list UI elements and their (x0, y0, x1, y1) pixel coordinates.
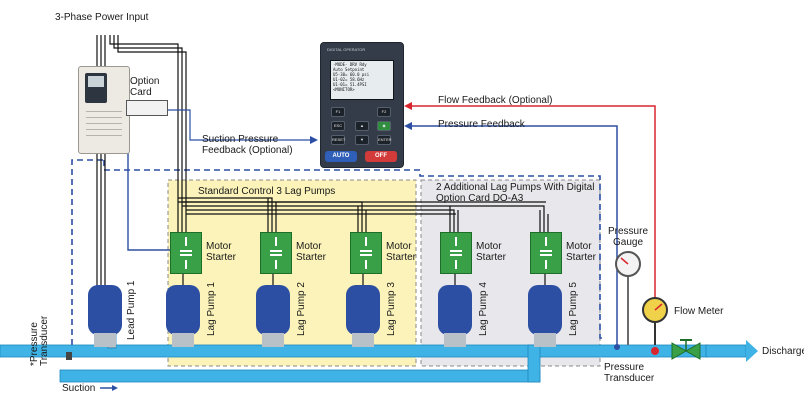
motor-starter-label-4: Motor Starter (476, 241, 507, 263)
motor-starter-label-1: Motor Starter (206, 241, 237, 263)
pressure-transducer-vertical-label: *Pressure Transducer (29, 315, 50, 366)
flow-sensor-point (651, 347, 659, 355)
vfd-drive (78, 66, 130, 154)
pressure-feedback-line (406, 125, 618, 345)
key-up: ▲ (355, 121, 369, 131)
suction-pressure-feedback-label: Suction Pressure Feedback (Optional) (202, 134, 293, 156)
motor-starter-label-5: Motor Starter (566, 241, 597, 263)
motor-starter-label-3: Motor Starter (386, 241, 417, 263)
discharge-valve (671, 339, 701, 360)
pump-label-lag-5: Lag Pump 5 (568, 282, 579, 336)
motor-starter-5 (530, 232, 562, 274)
pump-lag-4 (438, 285, 472, 347)
discharge-label: Discharge (762, 346, 804, 357)
pump-label-lag-1: Lag Pump 1 (206, 282, 217, 336)
pump-label-lag-4: Lag Pump 4 (478, 282, 489, 336)
motor-starter-2 (260, 232, 292, 274)
vfd-display (88, 76, 104, 87)
key-esc: ESC (331, 121, 345, 131)
motor-starter-label-2: Motor Starter (296, 241, 327, 263)
keypad-header: DIGITAL OPERATOR (327, 47, 366, 52)
screen-line-3: U5-30= 60.0 psi (333, 72, 370, 77)
option-card-label: Option Card (130, 76, 160, 98)
key-enter: ENTER (377, 135, 392, 145)
digital-operator-keypad: DIGITAL OPERATOR -MODE- DRV Rdy Auto Set… (320, 42, 404, 168)
flow-feedback-line (406, 105, 656, 345)
key-reset: RESET (331, 135, 345, 145)
pressure-feedback-label: Pressure Feedback (438, 119, 525, 130)
pump-lag-2 (256, 285, 290, 347)
power-input-label: 3-Phase Power Input (55, 12, 149, 23)
key-f1: F1 (331, 107, 345, 117)
pressure-sensor-point (614, 344, 620, 350)
motor-starter-1 (170, 232, 202, 274)
drive-control-line (127, 114, 170, 251)
pump-lag-1 (166, 285, 200, 347)
keypad-link-line (166, 109, 312, 141)
option-card-module (126, 100, 168, 116)
pressure-gauge-label: Pressure Gauge (607, 226, 648, 248)
additional-pumps-label: 2 Additional Lag Pumps With Digital Opti… (436, 182, 595, 204)
standard-control-label: Standard Control 3 Lag Pumps (198, 186, 336, 197)
screen-line-1: -MODE- DRV Rdy (333, 62, 367, 67)
pump-lag-5 (528, 285, 562, 347)
suction-feedback-arrow (310, 136, 318, 144)
screen-line-6: <MONITOR> (333, 87, 355, 92)
key-down: ▼ (355, 135, 369, 145)
off-button: OFF (365, 151, 397, 162)
pump-label-lag-2: Lag Pump 2 (296, 282, 307, 336)
flow-meter-label: Flow Meter (674, 306, 724, 317)
flow-feedback-label: Flow Feedback (Optional) (438, 95, 553, 106)
motor-starter-4 (440, 232, 472, 274)
motor-starter-3 (350, 232, 382, 274)
pump-label-lead-1: Lead Pump 1 (126, 280, 137, 341)
screen-line-2: Auto Setpoint (333, 67, 365, 72)
pressure-feedback-arrow (404, 122, 412, 130)
pipe-network (0, 329, 747, 383)
suction-transducer (66, 352, 72, 360)
pump-label-lag-3: Lag Pump 3 (386, 282, 397, 336)
pump-lead-1 (88, 285, 122, 347)
key-green: ◆ (377, 121, 391, 131)
flow-feedback-arrow (404, 102, 412, 110)
discharge-arrow (746, 340, 758, 362)
pump-lag-3 (346, 285, 380, 347)
suction-label: Suction (62, 383, 96, 394)
screen-line-4: U1-02= 58.6Hz (333, 77, 365, 82)
auto-button: AUTO (325, 151, 357, 162)
screen-line-5: U1-01= 51.4PSI (333, 82, 367, 87)
pressure-transducer-label: Pressure Transducer (604, 362, 655, 384)
suction-pressure-feedback-line (71, 159, 606, 355)
key-f2: F2 (377, 107, 391, 117)
keypad-screen: -MODE- DRV Rdy Auto Setpoint U5-30= 60.0… (330, 60, 394, 100)
